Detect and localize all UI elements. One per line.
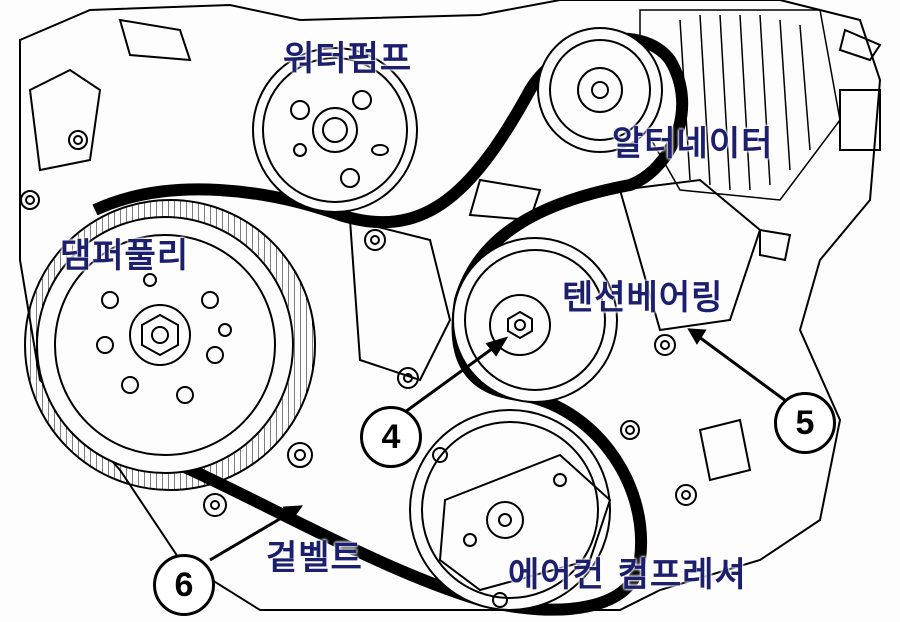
label-tensioner-bearing: 텐션베어링 xyxy=(562,278,724,318)
tensioner-pulley xyxy=(452,237,618,403)
label-alternator: 알터네이터 xyxy=(612,124,774,164)
leader-lines xyxy=(209,328,791,562)
ac-compressor xyxy=(409,409,612,611)
label-outer-belt: 겉벨트 xyxy=(266,538,363,578)
label-water-pump: 워터펌프 xyxy=(283,39,413,79)
callout-5: 5 xyxy=(774,392,836,454)
engine-block xyxy=(19,0,882,611)
callout-4: 4 xyxy=(360,406,422,468)
water-pump-pulley xyxy=(252,47,418,213)
label-damper-pulley: 댐퍼풀리 xyxy=(60,236,190,276)
callout-6: 6 xyxy=(153,554,215,616)
serpentine-belt xyxy=(92,32,689,616)
alternator-body xyxy=(639,9,841,201)
damper-pulley xyxy=(24,199,316,491)
alternator-pulley xyxy=(537,27,663,153)
label-ac-compressor: 에어컨 컴프레셔 xyxy=(508,555,747,595)
